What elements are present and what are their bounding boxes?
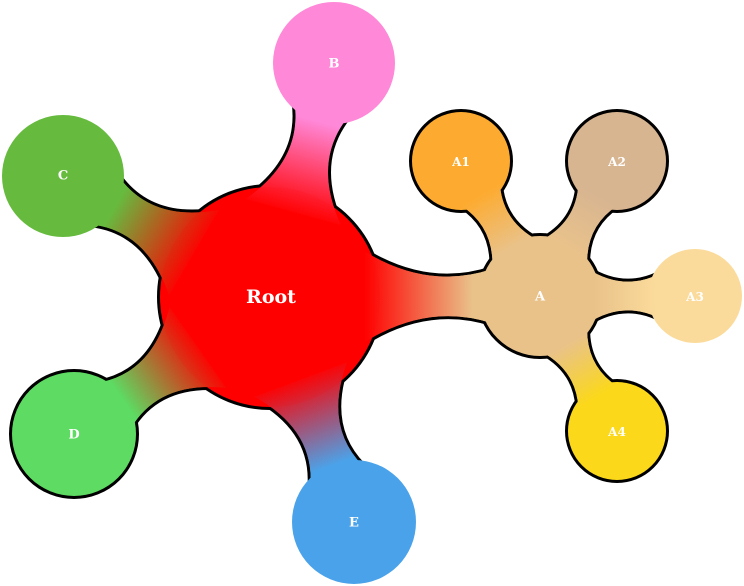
connector-blend-root-a xyxy=(357,247,493,347)
node-label-root: Root xyxy=(246,286,296,308)
node-label-a: A xyxy=(534,290,546,305)
node-d[interactable] xyxy=(12,372,136,496)
connector-blend-a-a2 xyxy=(540,184,617,268)
node-a3[interactable] xyxy=(648,249,742,343)
node-label-c: C xyxy=(58,169,68,184)
node-label-e: E xyxy=(349,516,359,531)
node-a2[interactable] xyxy=(568,112,666,210)
node-label-a4: A4 xyxy=(607,425,626,439)
node-b[interactable] xyxy=(273,2,395,124)
label-layer: Root B C D E A A1 A2 A3 A4 xyxy=(58,57,704,531)
node-label-a1: A1 xyxy=(451,155,470,169)
connector-blend-root-c xyxy=(91,176,220,296)
node-label-b: B xyxy=(329,57,340,72)
node-root[interactable] xyxy=(160,187,380,407)
node-label-a3: A3 xyxy=(685,290,704,304)
connector-blend-a-a1 xyxy=(461,183,540,269)
connector-blend-root-e xyxy=(254,362,363,486)
node-a[interactable] xyxy=(480,236,600,356)
connector-blend-a-a4 xyxy=(540,324,617,408)
node-label-d: D xyxy=(68,428,79,443)
connector-blend-root-b xyxy=(245,102,348,226)
node-e[interactable] xyxy=(292,460,416,584)
node-a4[interactable] xyxy=(568,382,666,480)
connector-blend-a-a3 xyxy=(588,269,658,323)
connector-blend-root-d xyxy=(98,306,227,429)
node-a1[interactable] xyxy=(412,112,510,210)
node-label-a2: A2 xyxy=(607,155,626,169)
node-c[interactable] xyxy=(2,115,124,237)
